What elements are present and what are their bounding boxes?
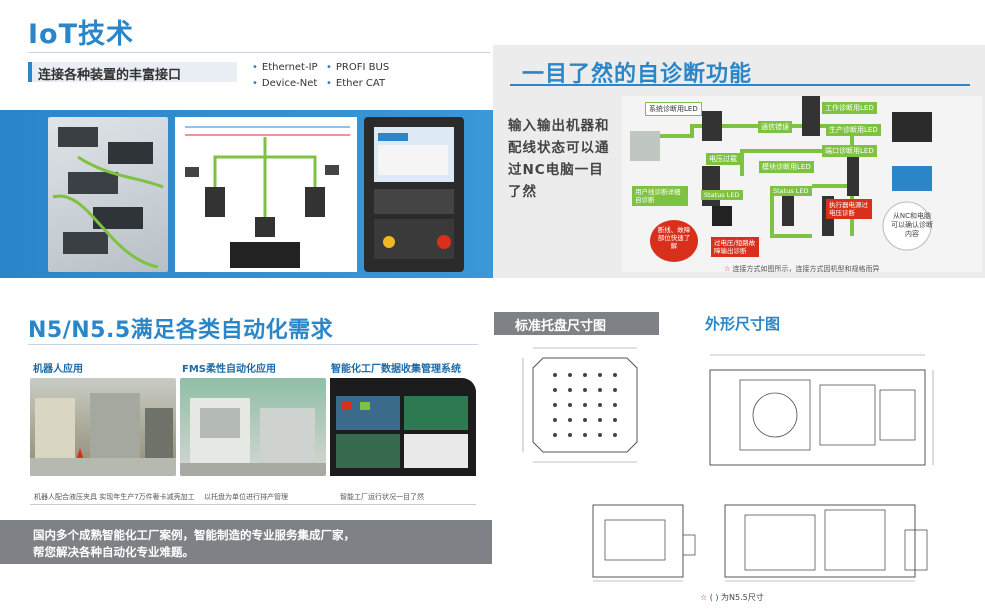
n5-banner bbox=[0, 520, 492, 564]
n5-banner-line1: 国内多个成熟智能化工厂案例，智能制造的专业服务集成厂家， bbox=[33, 528, 355, 542]
robot-cell-illustration bbox=[30, 393, 176, 476]
outline-title: 外形尺寸图 bbox=[705, 315, 781, 333]
machine-front-drawing bbox=[592, 504, 696, 582]
n5-title: N5/N5.5满足各类自动化需求 bbox=[28, 318, 334, 343]
fms-line-illustration bbox=[180, 398, 326, 476]
caption-fms: 以托盘为单位进行排产管理 bbox=[204, 493, 288, 501]
app-label-smart-factory: 智能化工厂数据收集管理系统 bbox=[331, 364, 461, 375]
caption-smart-factory: 智能工厂运行状况一目了然 bbox=[340, 493, 424, 501]
bullet-ethercat: Ether CAT bbox=[326, 78, 385, 89]
bullet-profibus: PROFI BUS bbox=[326, 62, 389, 73]
label-nc-pc: 从NC和电脑可以确认诊断内容 bbox=[891, 212, 933, 238]
io-module-photo bbox=[48, 117, 168, 272]
label-detail: 用户线诊断详细自诊断 bbox=[632, 186, 688, 206]
label-status-led-a: Status LED bbox=[701, 190, 743, 200]
io-modules-illustration bbox=[52, 127, 164, 269]
label-port-led: 端口诊断用LED bbox=[822, 145, 877, 157]
label-power-over: 电压过载 bbox=[706, 153, 740, 165]
bullet-device-net: Device-Net bbox=[252, 78, 317, 89]
label-module-led: 模块诊断用LED bbox=[759, 161, 814, 173]
label-status-led-b: Status LED bbox=[770, 186, 812, 196]
diag-title: 一目了然的自诊断功能 bbox=[522, 62, 753, 87]
iot-subtitle-bar bbox=[28, 62, 237, 82]
iot-title: IoT技术 bbox=[28, 19, 135, 50]
iot-divider bbox=[28, 52, 490, 53]
robot-photo bbox=[30, 378, 176, 476]
diag-title-stripe bbox=[510, 84, 970, 86]
dims-footnote: ☆ ( ) 为N5.5尺寸 bbox=[700, 592, 764, 603]
nc-controller-photo bbox=[364, 117, 464, 272]
label-power-led: 工作诊断用LED bbox=[822, 102, 877, 114]
pallet-title: 标准托盘尺寸图 bbox=[515, 319, 607, 334]
diag-note-text: 连接方式如图所示，连接方式因机型和规格而异 bbox=[732, 265, 880, 273]
label-sys-led: 系统诊断用LED bbox=[645, 102, 702, 116]
bullet-ethernet-ip: Ethernet-IP bbox=[252, 62, 318, 73]
caption-divider bbox=[30, 504, 476, 505]
pallet-drawing bbox=[515, 340, 655, 470]
monitor-wall-illustration bbox=[336, 396, 468, 468]
machine-side-drawing bbox=[724, 504, 928, 582]
network-diagram bbox=[175, 117, 357, 272]
fms-photo bbox=[180, 378, 326, 476]
outline-top-drawing bbox=[700, 340, 940, 475]
diag-note: ☆ 连接方式如图所示，连接方式因机型和规格而异 bbox=[724, 264, 880, 274]
footnote-star-icon: ☆ bbox=[700, 593, 708, 602]
label-comm-err: 通信错误 bbox=[758, 121, 792, 133]
note-star-icon: ☆ bbox=[724, 265, 733, 273]
iot-subtitle: 连接各种装置的丰富接口 bbox=[38, 68, 182, 83]
network-topology-illustration bbox=[185, 126, 350, 268]
label-short: 过电压/短路故障输出诊断 bbox=[711, 237, 759, 257]
pallet-dimension-drawing bbox=[522, 347, 638, 463]
pallet-title-bar bbox=[494, 312, 659, 335]
label-load-led: 执行器电源过电压诊断 bbox=[826, 199, 872, 219]
label-quick: 断线、故障部位快速了解 bbox=[650, 220, 698, 262]
nc-controller-illustration bbox=[374, 127, 454, 259]
machine-plan-drawing bbox=[709, 354, 934, 466]
app-label-fms: FMS柔性自动化应用 bbox=[182, 364, 276, 375]
n5-banner-line2: 帮您解决各种自动化专业难题。 bbox=[33, 545, 194, 559]
n5-divider bbox=[28, 344, 478, 345]
outline-side-drawing bbox=[715, 495, 940, 585]
diag-body: 输入输出机器和配线状态可以通过NC电脑一目了然 bbox=[508, 118, 610, 200]
app-label-robot: 机器人应用 bbox=[33, 364, 83, 375]
smart-factory-photo bbox=[330, 378, 476, 476]
outline-front-drawing bbox=[585, 495, 700, 585]
caption-robot: 机器人配合液压夹具 实现年生产7万件奢卡减壳加工 bbox=[34, 493, 195, 501]
footnote-text: ( ) 为N5.5尺寸 bbox=[709, 593, 764, 602]
label-prod-led: 生产诊断用LED bbox=[826, 124, 881, 136]
